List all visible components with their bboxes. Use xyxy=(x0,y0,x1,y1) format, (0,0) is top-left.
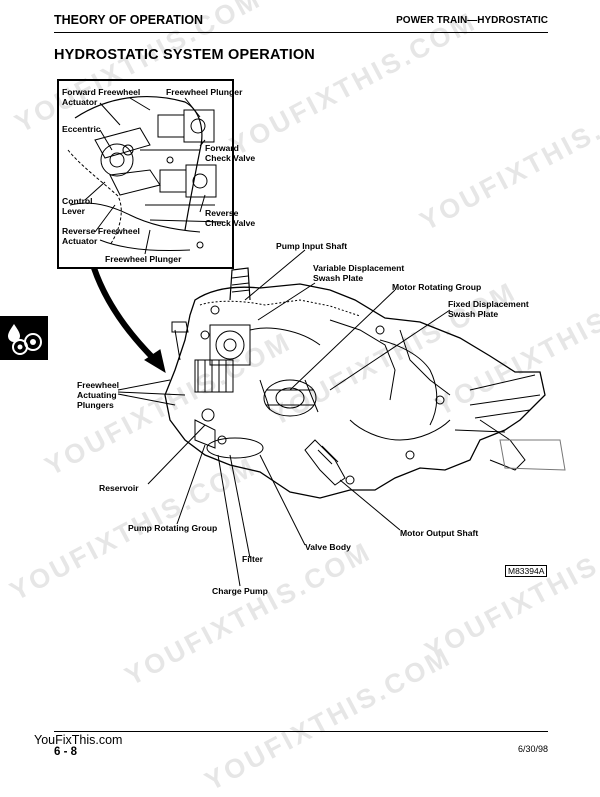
label-forward-freewheel-actuator: Forward Freewheel Actuator xyxy=(62,87,141,107)
label-filter: Filter xyxy=(242,554,264,564)
label-forward-check-valve: Forward Check Valve xyxy=(205,143,256,163)
label-valve-body: Valve Body xyxy=(305,542,351,552)
label-eccentric: Eccentric xyxy=(62,124,101,134)
header-section: THEORY OF OPERATION xyxy=(54,13,204,27)
label-motor-rotating-group: Motor Rotating Group xyxy=(392,282,482,292)
label-control-lever: Control Lever xyxy=(62,196,93,216)
label-reverse-check-valve: Reverse Check Valve xyxy=(205,208,256,228)
label-variable-displacement-swash-plate: Variable Displacement Swash Plate xyxy=(313,263,405,283)
label-reverse-freewheel-actuator: Reverse Freewheel Actuator xyxy=(62,226,140,246)
label-freewheel-plunger-bottom: Freewheel Plunger xyxy=(105,254,182,264)
inset-frame xyxy=(57,79,234,269)
page-title: HYDROSTATIC SYSTEM OPERATION xyxy=(54,47,315,63)
label-pump-input-shaft: Pump Input Shaft xyxy=(276,241,348,251)
label-fixed-displacement-swash-plate: Fixed Displacement Swash Plate xyxy=(448,299,529,319)
footer-site: YouFixThis.com xyxy=(34,733,123,747)
section-tab xyxy=(0,316,48,360)
footer-rule xyxy=(54,731,548,732)
label-pump-rotating-group: Pump Rotating Group xyxy=(128,523,218,533)
label-freewheel-actuating-plungers: Freewheel Actuating Plungers xyxy=(77,380,120,410)
label-motor-output-shaft: Motor Output Shaft xyxy=(400,528,479,538)
hydrostatic-illustration xyxy=(57,79,566,587)
gear-drop-icon xyxy=(8,324,42,355)
label-reservoir: Reservoir xyxy=(99,483,139,493)
header-chapter: POWER TRAIN—HYDROSTATIC xyxy=(396,15,548,26)
figure-reference: M83394A xyxy=(505,565,548,577)
label-charge-pump: Charge Pump xyxy=(212,586,268,596)
header-rule xyxy=(54,32,548,33)
footer-date: 6/30/98 xyxy=(517,744,548,754)
label-freewheel-plunger-top: Freewheel Plunger xyxy=(166,87,243,97)
page-number: 6 - 8 xyxy=(54,746,78,758)
